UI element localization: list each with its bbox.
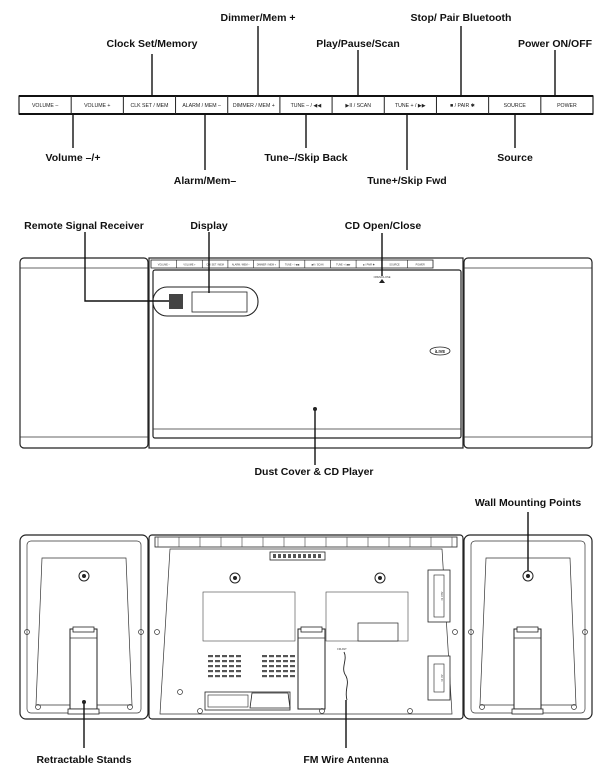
jack-label-aux: AUX IN [440, 592, 444, 601]
alarm-mem-minus-callout: Alarm/Mem– [174, 175, 237, 187]
wall-mount-left-icon [78, 570, 90, 582]
play-pause-scan-callout: Play/Pause/Scan [316, 38, 399, 50]
remote-sensor [169, 294, 183, 309]
rear-view: FM ANT AUX IN AC IN [19, 534, 593, 720]
button-7-label: TUNE + / ▶▶ [395, 103, 426, 109]
button-9-label: SOURCE [504, 103, 527, 109]
clock-set-memory-callout: Clock Set/Memory [106, 38, 197, 50]
open-close-label: OPEN/CLOSE [374, 275, 391, 279]
wall-mount-center-left-icon [229, 572, 241, 584]
mini-button-8-label: ■ / PAIR ✱ [363, 264, 375, 267]
mini-button-4-label: DIMMER / MEM + [257, 264, 277, 267]
button-6-label: ▶II / SCAN [345, 103, 371, 109]
button-2-label: CLK SET / MEM [130, 103, 168, 109]
front-view: VOLUME – VOLUME + CLK SET / MEM ALARM / MEM… [19, 257, 593, 449]
wall-mounting-points-callout: Wall Mounting Points [475, 497, 582, 509]
button-3-label: ALARM / MEM – [182, 103, 221, 109]
mini-button-7-label: TUNE + / ▶▶ [336, 264, 350, 267]
retractable-stands-callout: Retractable Stands [36, 754, 131, 766]
stop-pair-bluetooth-callout: Stop/ Pair Bluetooth [411, 12, 512, 24]
jack-label-ac: AC IN [440, 675, 444, 682]
display-callout: Display [190, 220, 228, 232]
mini-button-0-label: VOLUME – [158, 264, 171, 267]
source-callout: Source [497, 152, 533, 164]
volume-callout: Volume –/+ [46, 152, 101, 164]
retractable-stand-left [69, 628, 98, 710]
power-on-off-callout: Power ON/OFF [518, 38, 593, 50]
mini-button-6-label: ▶II / SCAN [312, 264, 324, 267]
fm-antenna-label: FM ANT [337, 647, 347, 651]
mini-button-1-label: VOLUME + [183, 264, 196, 267]
mini-button-2-label: CLK SET / MEM [206, 264, 224, 267]
button-1-label: VOLUME + [84, 103, 110, 109]
button-strip: VOLUME – VOLUME + CLK SET / MEM ALARM / MEM… [18, 95, 594, 115]
retractable-stand-right [513, 628, 542, 710]
cd-open-close-callout: CD Open/Close [345, 220, 422, 232]
brand-logo-text: iLIVE [435, 349, 446, 354]
mini-button-10-label: POWER [416, 264, 425, 267]
button-0-label: VOLUME – [32, 103, 58, 109]
button-4-label: DIMMER / MEM + [233, 103, 275, 109]
tune-skip-fwd-callout: Tune+/Skip Fwd [367, 175, 446, 187]
mini-button-3-label: ALARM / MEM – [232, 264, 250, 267]
wall-mount-center-right-icon [374, 572, 386, 584]
retractable-stand-center [297, 628, 326, 710]
remote-signal-receiver-callout: Remote Signal Receiver [24, 220, 144, 232]
button-10-label: POWER [557, 103, 577, 109]
fm-wire-antenna-callout: FM Wire Antenna [303, 754, 388, 766]
mini-button-5-label: TUNE – / ◀◀ [285, 264, 299, 267]
dimmer-mem-plus-callout: Dimmer/Mem + [221, 12, 296, 24]
tune-skip-back-callout: Tune–/Skip Back [264, 152, 347, 164]
eject-icon [379, 279, 385, 283]
brand-logo [429, 346, 451, 356]
button-5-label: TUNE – / ◀◀ [291, 103, 322, 109]
mini-button-9-label: SOURCE [389, 264, 400, 267]
button-8-label: ■ / PAIR ✱ [450, 103, 475, 109]
display-screen [191, 291, 248, 313]
dust-cover-cd-player-callout: Dust Cover & CD Player [254, 466, 373, 478]
